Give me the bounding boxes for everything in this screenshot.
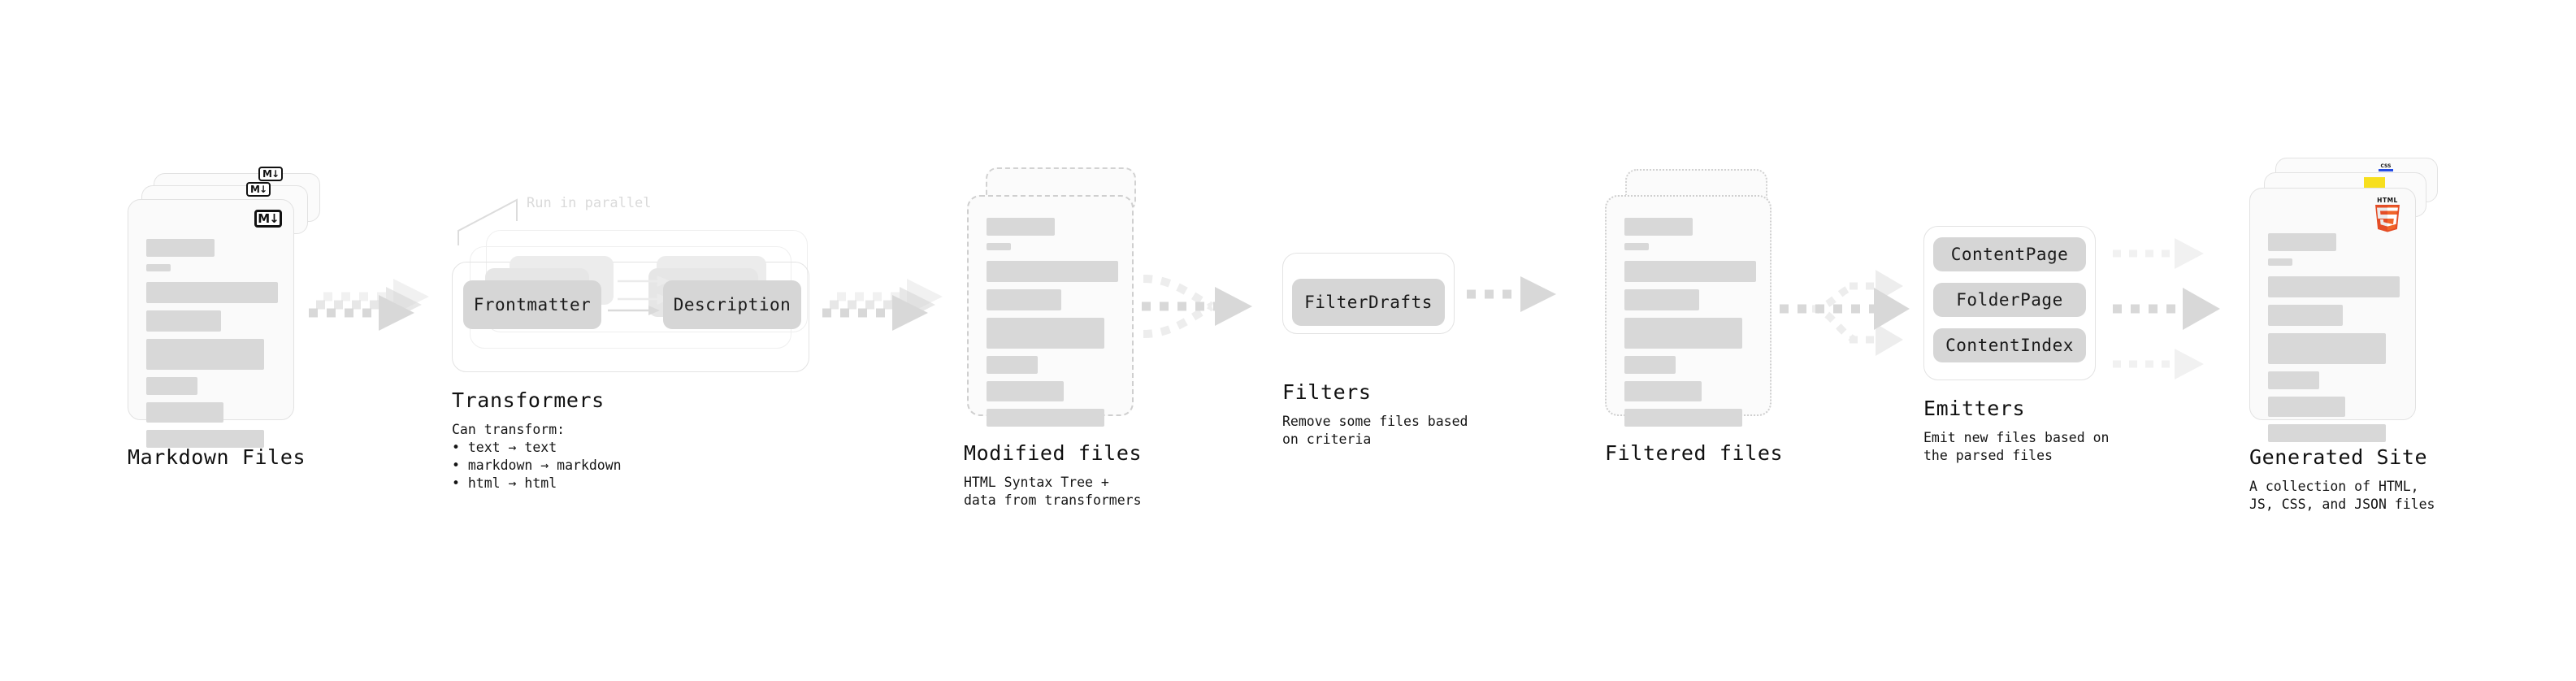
content-bar — [1624, 381, 1702, 401]
content-bar — [146, 310, 221, 332]
content-bar — [2268, 397, 2345, 417]
markdown-badge-arrow: ↓ — [258, 184, 267, 195]
stage-title-markdown-files: Markdown Files — [128, 445, 306, 469]
connector-transformers-to-modified — [822, 264, 961, 345]
content-bar — [146, 377, 197, 395]
modified-file-card — [967, 195, 1134, 427]
content-bar — [1624, 243, 1649, 250]
filtered-file-card — [1605, 195, 1772, 427]
svg-text:CSS: CSS — [2381, 163, 2392, 169]
transformer-pill-label: Frontmatter — [473, 295, 592, 314]
html5-logo-icon: HTML — [2371, 195, 2404, 232]
card-content-lines — [146, 239, 278, 455]
stage-title-modified-files: Modified files — [964, 441, 1143, 465]
emitter-pill-folderpage[interactable]: FolderPage — [1933, 283, 2086, 317]
connector-emitters-to-site — [2113, 236, 2259, 382]
markdown-badge-arrow: ↓ — [271, 168, 280, 180]
content-bar — [2268, 305, 2343, 326]
transformer-inner-arrows-ghost — [618, 275, 683, 317]
content-bar — [146, 282, 278, 303]
stage-title-generated-site: Generated Site — [2249, 445, 2428, 469]
transformer-pill-frontmatter[interactable]: Frontmatter — [463, 280, 601, 329]
markdown-badge-icon-mid: M↓ — [246, 182, 271, 197]
filter-pill-label: FilterDrafts — [1304, 293, 1433, 312]
content-bar — [1624, 356, 1676, 374]
content-bar — [2268, 371, 2319, 389]
content-bar — [2268, 258, 2292, 266]
stage-title-filters: Filters — [1282, 380, 1372, 404]
content-bar — [1624, 409, 1742, 427]
stage-subtitle-filters: Remove some files based on criteria — [1282, 414, 1468, 447]
emitter-pill-label: FolderPage — [1956, 290, 2063, 310]
stage-title-transformers: Transformers — [452, 388, 605, 412]
stage-subtitle-generated-site: A collection of HTML, JS, CSS, and JSON … — [2249, 479, 2435, 512]
content-bar — [987, 289, 1061, 310]
run-in-parallel-bracket — [455, 192, 544, 249]
css-logo-icon: CSS — [2377, 161, 2395, 176]
stage-title-emitters: Emitters — [1923, 397, 2026, 420]
markdown-badge-letter: M — [249, 184, 260, 195]
stage-subtitle-modified-files: HTML Syntax Tree + data from transformer… — [964, 475, 1142, 508]
connector-modified-to-filters — [1142, 256, 1288, 354]
content-bar — [1624, 218, 1693, 236]
connector-filters-to-filtered — [1467, 275, 1589, 315]
content-bar — [2268, 276, 2400, 297]
connector-md-to-transformers — [309, 264, 447, 345]
content-bar — [2268, 333, 2386, 364]
content-bar — [146, 264, 171, 271]
filter-pill-filterdrafts[interactable]: FilterDrafts — [1292, 279, 1445, 326]
content-bar — [987, 318, 1104, 349]
card-content-lines — [1624, 218, 1756, 434]
stage-title-filtered-files: Filtered files — [1605, 441, 1784, 465]
card-content-lines — [2268, 233, 2400, 449]
content-bar — [146, 239, 215, 257]
markdown-badge-letter: M — [262, 168, 272, 180]
run-in-parallel-label: Run in parallel — [527, 195, 652, 211]
transformer-pill-label: Description — [673, 295, 791, 314]
generated-site-card: HTML — [2249, 188, 2416, 442]
stage-subtitle-emitters: Emit new files based on the parsed files — [1923, 430, 2110, 463]
content-bar — [987, 261, 1118, 282]
emitter-pill-contentindex[interactable]: ContentIndex — [1933, 328, 2086, 362]
connector-filtered-to-emitters — [1780, 236, 1934, 382]
markdown-badge-letter: M — [258, 210, 270, 226]
content-bar — [987, 381, 1064, 401]
content-bar — [987, 356, 1038, 374]
content-bar — [146, 339, 264, 370]
emitter-pill-label: ContentPage — [1950, 245, 2069, 264]
content-bar — [987, 218, 1055, 236]
markdown-badge-arrow: ↓ — [269, 210, 280, 226]
card-content-lines — [987, 218, 1118, 434]
markdown-file-card: M↓ — [128, 199, 294, 448]
content-bar — [2268, 424, 2386, 442]
content-bar — [1624, 261, 1756, 282]
content-bar — [2268, 233, 2336, 251]
emitter-pill-contentpage[interactable]: ContentPage — [1933, 237, 2086, 271]
markdown-badge-icon: M↓ — [254, 210, 282, 228]
transformers-groupbox — [452, 262, 809, 372]
stage-subtitle-transformers: Can transform: • text → text • markdown … — [452, 422, 622, 491]
content-bar — [1624, 289, 1699, 310]
content-bar — [1624, 318, 1742, 349]
markdown-badge-icon-back: M↓ — [258, 167, 283, 181]
emitter-pill-label: ContentIndex — [1945, 336, 2074, 355]
transformer-inner-arrow — [608, 305, 665, 316]
svg-text:HTML: HTML — [2377, 197, 2398, 204]
content-bar — [146, 430, 264, 448]
transformer-pill-description[interactable]: Description — [663, 280, 801, 329]
content-bar — [987, 409, 1104, 427]
content-bar — [987, 243, 1011, 250]
content-bar — [146, 402, 223, 423]
